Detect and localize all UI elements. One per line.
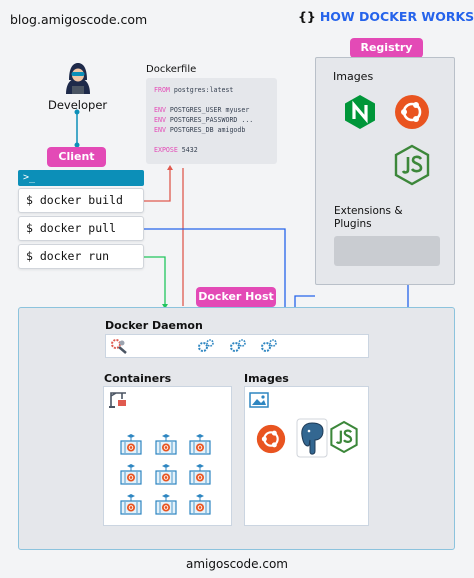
container-icon xyxy=(188,494,212,516)
page-title: {}HOW DOCKER WORKS? xyxy=(298,9,474,24)
developer-label: Developer xyxy=(48,98,108,112)
registry-images-label: Images xyxy=(333,70,374,83)
site-url: blog.amigoscode.com xyxy=(10,12,148,27)
hacker-avatar-icon xyxy=(60,60,96,96)
registry-pill: Registry xyxy=(350,38,423,58)
container-icon xyxy=(154,494,178,516)
nodejs-icon xyxy=(393,144,431,186)
dockerfile-line: ENV POSTGRES_DB amigodb xyxy=(154,126,246,134)
container-icon xyxy=(119,434,143,456)
wrench-gear-icon xyxy=(110,338,128,354)
dockerfile-line: EXPOSE 5432 xyxy=(154,146,198,154)
registry-extensions-label: Extensions &Plugins xyxy=(334,205,403,230)
dockerfile-line xyxy=(154,95,269,105)
docker-build-command[interactable]: $ docker build xyxy=(18,188,144,213)
dockerfile-line: ENV POSTGRES_PASSWORD ... xyxy=(154,116,254,124)
dockerfile-line: FROM postgres:latest xyxy=(154,86,234,94)
container-icon xyxy=(154,464,178,486)
ubuntu-icon xyxy=(256,424,286,454)
nginx-icon xyxy=(342,94,378,130)
nodejs-icon xyxy=(329,418,359,456)
client-pill: Client xyxy=(47,147,106,167)
dockerfile-line xyxy=(154,135,269,145)
host-images-label: Images xyxy=(244,372,289,385)
gears-icon xyxy=(229,338,247,354)
containers-label: Containers xyxy=(104,372,172,385)
dockerfile-line: ENV POSTGRES_USER myuser xyxy=(154,106,250,114)
gears-icon xyxy=(260,338,278,354)
image-icon xyxy=(249,391,269,409)
docker-daemon-bar xyxy=(105,334,369,358)
container-icon xyxy=(154,434,178,456)
gears-icon xyxy=(197,338,215,354)
terminal-icon: >_ xyxy=(18,170,144,186)
container-icon xyxy=(188,464,212,486)
docker-run-command[interactable]: $ docker run xyxy=(18,244,144,269)
docker-host-pill: Docker Host xyxy=(196,287,276,307)
container-icon xyxy=(119,464,143,486)
dockerfile-code: FROM postgres:latest ENV POSTGRES_USER m… xyxy=(146,78,277,164)
container-icon xyxy=(188,434,212,456)
postgres-icon xyxy=(296,418,328,458)
footer-site: amigoscode.com xyxy=(186,557,288,571)
crane-icon xyxy=(108,391,128,409)
ubuntu-icon xyxy=(394,94,430,130)
docker-daemon-label: Docker Daemon xyxy=(105,319,203,332)
container-icon xyxy=(119,494,143,516)
docker-pull-command[interactable]: $ docker pull xyxy=(18,216,144,241)
dockerfile-label: Dockerfile xyxy=(146,64,197,75)
registry-extensions-box[interactable] xyxy=(334,236,440,266)
